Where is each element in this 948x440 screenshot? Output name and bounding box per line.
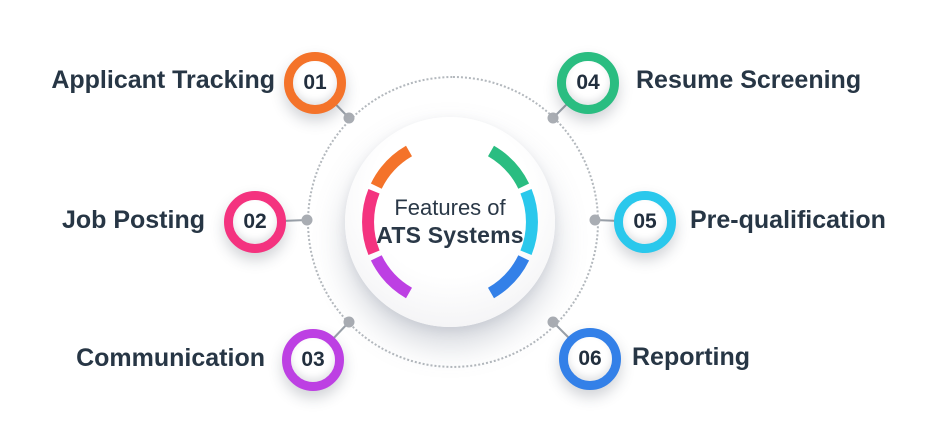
arc-segment-communication [370, 255, 413, 299]
badge-number-06: 06 [578, 347, 602, 370]
center-title-line1: Features of [394, 194, 506, 220]
label-applicant-tracking: Applicant Tracking [51, 66, 275, 94]
label-pre-qualification: Pre-qualification [690, 206, 886, 234]
badge-01: 01 [284, 52, 346, 114]
connector-dot-01 [343, 112, 355, 124]
badge-03: 03 [282, 329, 344, 391]
connector-dot-03 [343, 316, 355, 328]
badge-number-04: 04 [576, 71, 600, 94]
label-communication: Communication [76, 344, 265, 372]
label-resume-screening: Resume Screening [636, 66, 862, 94]
arc-segment-pre-qualification [520, 189, 538, 255]
arc-segment-job-posting [362, 189, 380, 255]
connector-dot-04 [547, 112, 559, 124]
center-title: Features of ATS Systems [345, 117, 555, 327]
arc-segment-reporting [487, 255, 530, 299]
badge-number-05: 05 [633, 210, 657, 233]
center-disc: Features of ATS Systems [345, 117, 555, 327]
badge-04: 04 [557, 52, 619, 114]
arc-segment-applicant-tracking [370, 145, 413, 189]
badge-number-03: 03 [301, 348, 325, 371]
badge-number-02: 02 [243, 210, 267, 233]
connector-dot-06 [547, 316, 559, 328]
arc-segment-resume-screening [487, 145, 530, 189]
badge-05: 05 [614, 191, 676, 253]
badge-02: 02 [224, 191, 286, 253]
connector-dot-05 [589, 214, 601, 226]
connector-dot-02 [301, 214, 313, 226]
badge-number-01: 01 [303, 71, 327, 94]
center-title-line2: ATS Systems [376, 222, 524, 249]
label-reporting: Reporting [632, 343, 751, 371]
badge-06: 06 [559, 328, 621, 390]
label-job-posting: Job Posting [61, 206, 205, 234]
arc-ring [362, 145, 538, 299]
